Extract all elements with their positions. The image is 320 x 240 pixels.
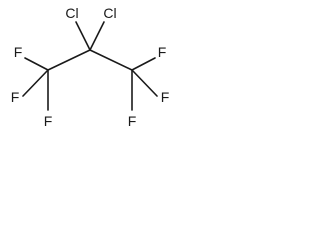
bond-c1-f-top <box>24 57 49 71</box>
atom-f-right-bottom: F <box>128 113 137 129</box>
bond-c3-f-right <box>131 69 158 97</box>
bond-c2-c3 <box>89 49 133 71</box>
bond-c2-cl-right <box>89 21 105 51</box>
bond-c2-cl-left <box>75 21 91 51</box>
chemical-structure: Cl Cl F F F F F F <box>11 5 170 129</box>
atom-f-right-top: F <box>158 44 167 60</box>
atom-cl-right: Cl <box>103 5 116 21</box>
bond-c1-f-left <box>22 69 49 97</box>
atom-f-left-mid: F <box>11 89 20 105</box>
atom-cl-left: Cl <box>65 5 78 21</box>
atom-f-right-mid: F <box>161 89 170 105</box>
bond-c1-c2 <box>47 49 91 71</box>
atom-f-left-top: F <box>14 44 23 60</box>
bond-c3-f-top <box>131 57 156 71</box>
atom-f-left-bottom: F <box>44 113 53 129</box>
atom-label-layer: Cl Cl F F F F F F <box>11 5 170 129</box>
bond-layer <box>22 21 158 111</box>
